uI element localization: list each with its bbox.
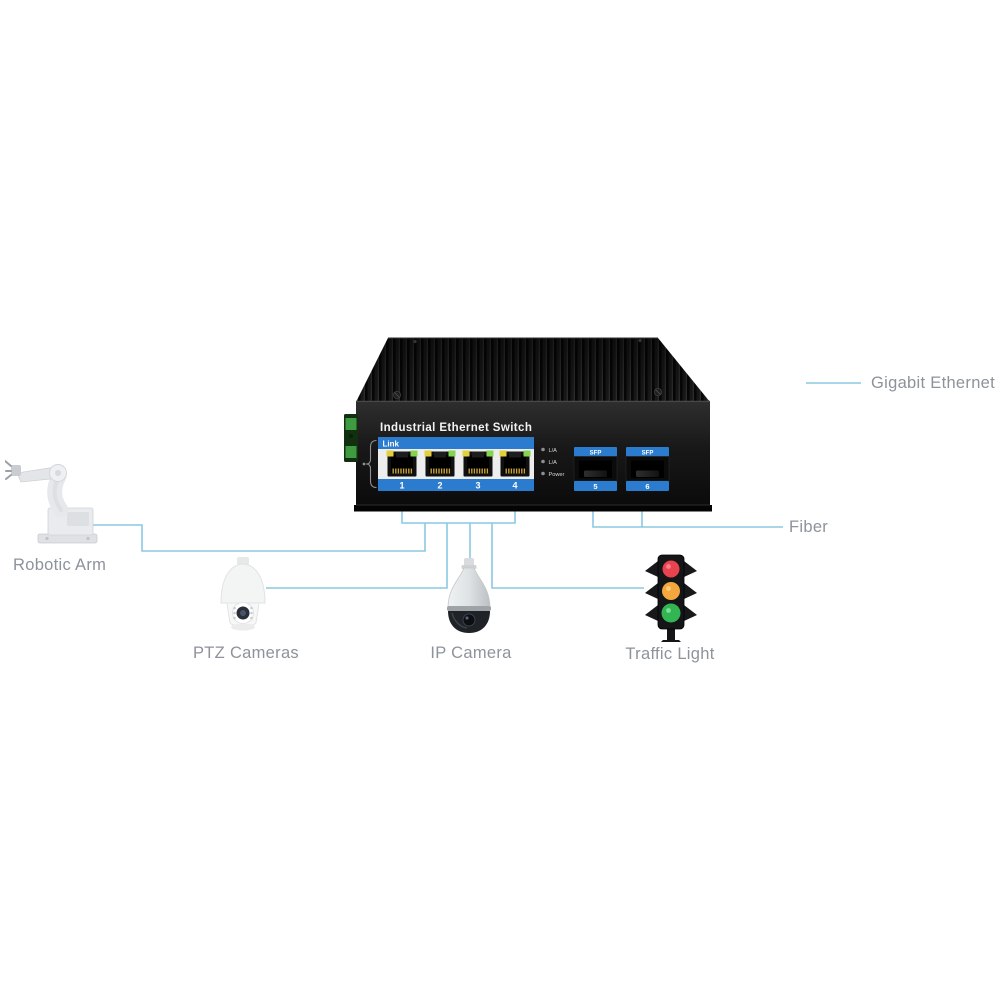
mounting-screw-icon — [653, 388, 662, 397]
sfp-number-5: 5 — [593, 482, 597, 491]
ptz-cameras-label: PTZ Cameras — [193, 644, 299, 662]
port-led-yellow — [462, 450, 470, 457]
link-label: Link — [383, 440, 400, 449]
power-terminal-block — [344, 414, 358, 462]
port-led-green — [486, 450, 494, 457]
status-led-cluster: L/A L/A Power — [541, 447, 565, 478]
mounting-screw-icon — [393, 391, 402, 400]
ip-camera-icon — [447, 558, 491, 633]
led-label-la2: L/A — [549, 460, 558, 466]
port-led-yellow — [499, 450, 507, 457]
robotic-arm-link-line — [89, 523, 426, 552]
robotic-arm-label: Robotic Arm — [13, 556, 107, 574]
port-number-2: 2 — [437, 481, 442, 491]
rj45-port-1 — [386, 450, 418, 477]
led-dot — [541, 447, 545, 452]
fiber-label: Fiber — [789, 518, 829, 536]
led-dot — [541, 459, 545, 464]
sfp-port-6: SFP 6 — [625, 447, 670, 491]
traffic-light-icon — [645, 554, 697, 642]
port-group-brace-icon — [362, 439, 377, 489]
rj45-port-2 — [424, 450, 456, 477]
traffic-light-link-line — [491, 523, 644, 589]
traffic-amber-light — [662, 582, 680, 600]
gigabit-ethernet-label: Gigabit Ethernet — [871, 374, 996, 392]
port-led-green — [523, 450, 531, 457]
sfp-label: SFP — [590, 451, 602, 457]
port-led-yellow — [424, 450, 432, 457]
traffic-red-light — [662, 560, 680, 578]
port-number-1: 1 — [399, 481, 404, 491]
switch-top-cooling-fins — [356, 337, 710, 403]
ip-camera-label: IP Camera — [430, 644, 512, 662]
port-led-green — [448, 450, 456, 457]
rear-screw-icon — [638, 338, 642, 343]
rear-screw-icon — [413, 339, 417, 344]
ethernet-switch: Industrial Ethernet Switch Link — [344, 337, 712, 512]
sfp-port-5: SFP 5 — [573, 447, 618, 491]
rj45-port-3 — [462, 450, 494, 477]
led-dot — [541, 471, 545, 476]
traffic-green-light — [661, 603, 681, 623]
ptz-camera-link-line — [266, 523, 448, 589]
port-number-3: 3 — [475, 481, 480, 491]
sfp-label: SFP — [642, 451, 654, 457]
traffic-light-label: Traffic Light — [625, 645, 715, 663]
rj45-port-4 — [499, 450, 531, 477]
led-label-power: Power — [549, 472, 565, 478]
port-led-yellow — [386, 450, 394, 457]
switch-title: Industrial Ethernet Switch — [380, 422, 532, 434]
sfp-number-6: 6 — [645, 482, 649, 491]
port-led-green — [410, 450, 418, 457]
port-number-4: 4 — [512, 481, 517, 491]
led-label-la1: L/A — [549, 448, 558, 454]
copper-port-block: Link — [362, 437, 534, 491]
ptz-camera-icon — [220, 557, 266, 631]
robotic-arm-icon — [5, 460, 98, 544]
